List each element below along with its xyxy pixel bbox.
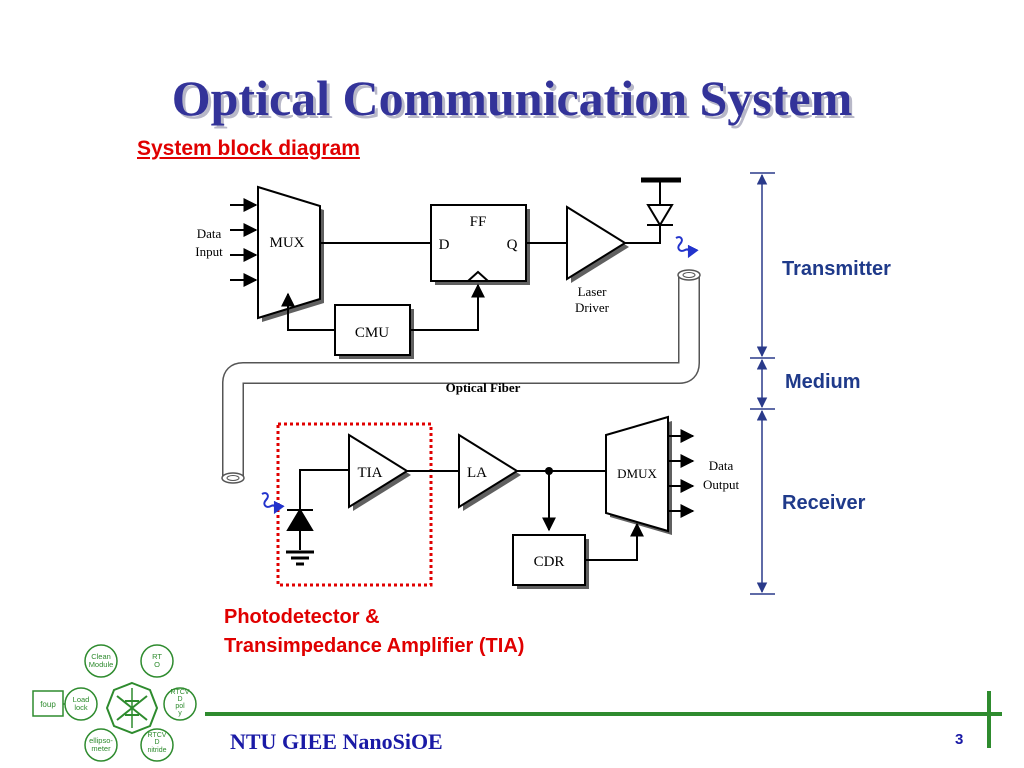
logo-foup: foup — [40, 700, 56, 709]
photodetector-caption: Photodetector & Transimpedance Amplifier… — [224, 603, 524, 661]
dmux-block — [605, 415, 672, 535]
transmitter-label: Transmitter — [782, 258, 891, 280]
data-output-label-1: Data — [709, 458, 734, 473]
logo-rtcvd-poly-4: y — [178, 710, 182, 717]
ff-q-label: Q — [507, 237, 518, 253]
photon-emit-icon — [675, 236, 699, 259]
cdr-label: CDR — [534, 554, 565, 570]
tia-label: TIA — [358, 465, 383, 481]
page-title: Optical Communication System — [171, 70, 853, 126]
optical-fiber — [221, 269, 701, 484]
mux-block — [257, 185, 324, 322]
page-number: 3 — [955, 731, 964, 748]
laser-driver-block — [566, 205, 629, 283]
section-brackets — [750, 172, 775, 595]
logo-clean-module-2: Module — [89, 660, 114, 669]
laser-diode-symbol — [641, 177, 681, 227]
logo-load-lock-2: lock — [74, 703, 88, 712]
dmux-label: DMUX — [617, 466, 657, 481]
cluster-tool-logo: Clean Module RT O foup Load lock RTCV D … — [32, 644, 197, 762]
ff-block — [430, 204, 530, 285]
data-input-arrows — [230, 198, 258, 287]
mux-label: MUX — [269, 235, 304, 251]
data-input-label-2: Input — [195, 244, 223, 259]
optical-fiber-label: Optical Fiber — [446, 380, 521, 395]
laser-driver-label-1: Laser — [578, 284, 608, 299]
la-label: LA — [467, 465, 487, 481]
medium-label: Medium — [785, 371, 861, 393]
photodetector-caption-line-2: Transimpedance Amplifier (TIA) — [224, 635, 525, 657]
photon-receive-icon — [261, 492, 285, 515]
logo-rtcvd-poly-1: RTCV — [171, 689, 190, 696]
logo-load-lock-1: Load — [73, 695, 90, 704]
ff-label: FF — [470, 214, 487, 230]
logo-rtcvd-nitride-1: RTCV — [148, 732, 167, 739]
logo-rtcvd-nitride-2: D — [154, 739, 159, 746]
la-block — [458, 433, 521, 511]
tia-block — [348, 433, 411, 511]
logo-rtcvd-poly-2: D — [177, 696, 182, 703]
ff-d-label: D — [439, 237, 450, 253]
logo-rtcvd-poly-3: pol — [175, 703, 185, 710]
footer-rule — [205, 691, 1002, 748]
logo-rtcvd-nitride-3: nitride — [147, 747, 166, 754]
cmu-label: CMU — [355, 325, 389, 341]
logo-ellipsometer-1: ellipso- — [89, 736, 113, 745]
logo-rto-1: RT — [152, 652, 162, 661]
photodetector-caption-line-1: Photodetector & — [224, 606, 380, 628]
data-input-label-1: Data — [197, 226, 222, 241]
receiver-label: Receiver — [782, 492, 866, 514]
data-output-label-2: Output — [703, 477, 740, 492]
subtitle: System block diagram — [137, 137, 360, 160]
logo-ellipsometer-2: meter — [91, 744, 111, 753]
photodiode-symbol — [286, 469, 349, 566]
data-output-arrows — [668, 429, 695, 518]
cdr-block — [512, 534, 589, 589]
footer-org: NTU GIEE NanoSiOE — [230, 729, 443, 754]
laser-driver-label-2: Driver — [575, 300, 610, 315]
logo-rto-2: O — [154, 660, 160, 669]
logo-clean-module-1: Clean — [91, 652, 111, 661]
